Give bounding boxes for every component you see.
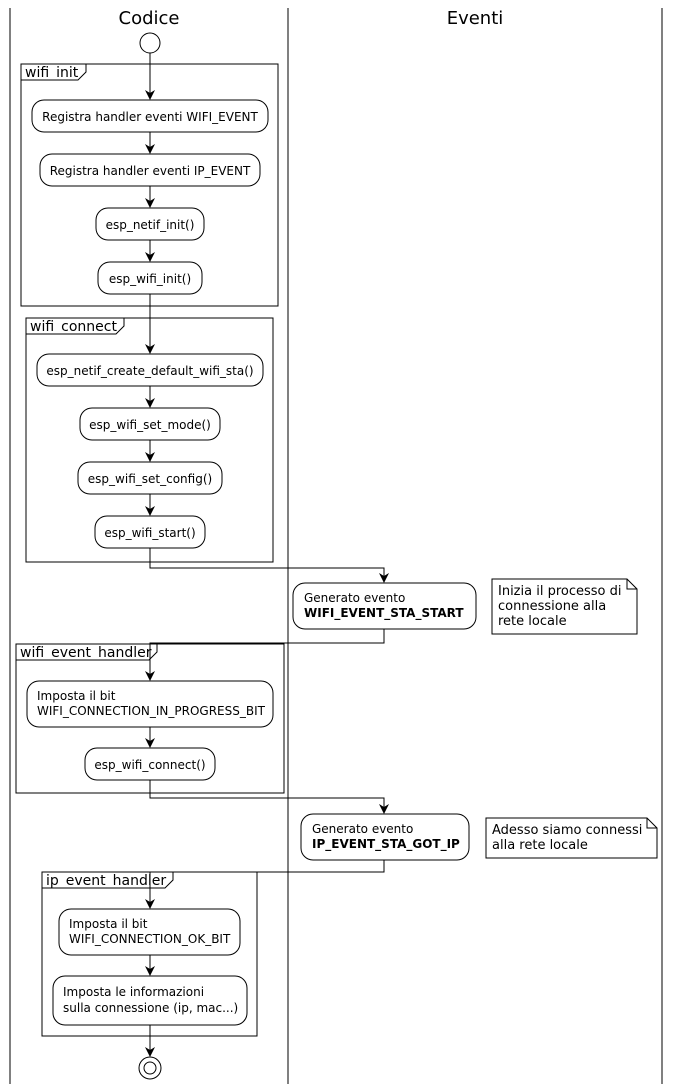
- note-start-text-1: Inizia il processo di: [498, 584, 621, 599]
- activity-register-ip-handler-text: Registra handler eventi IP_EVENT: [50, 164, 251, 178]
- activity-event-got-ip: [300, 813, 470, 861]
- activity-set-in-progress-bit-text-2: WIFI_CONNECTION_IN_PROGRESS_BIT: [37, 704, 266, 718]
- lane-title-eventi: Eventi: [447, 8, 504, 29]
- activity-set-ok-bit-text-2: WIFI_CONNECTION_OK_BIT: [69, 932, 231, 946]
- note-start: [491, 578, 638, 635]
- activity-create-default-sta-text: esp_netif_create_default_wifi_sta(): [46, 364, 253, 378]
- flow-arrow-to-eventi: [149, 548, 389, 583]
- frame-ip-event-handler-tab: [42, 871, 174, 889]
- activity-event-got-ip-text-2: IP_EVENT_STA_GOT_IP: [312, 837, 460, 852]
- frame-ip-event-handler-label: ip_event_handler: [46, 873, 166, 889]
- frame-wifi-event-handler-label: wifi_event_handler: [20, 645, 152, 661]
- lane-title-codice: Codice: [119, 8, 180, 29]
- end-node-inner: [143, 1061, 157, 1075]
- activity-register-wifi-handler-text: Registra handler eventi WIFI_EVENT: [42, 110, 258, 124]
- frame-wifi-init-label: wifi_init: [25, 65, 79, 81]
- note-ip-text-1: Adesso siamo connessi: [492, 823, 642, 838]
- note-start-text-2: connessione alla: [498, 599, 606, 614]
- note-ip-fold: [646, 818, 657, 829]
- activity-set-connection-info-text-1: Imposta le informazioni: [63, 985, 204, 999]
- activity-wifi-start-text: esp_wifi_start(): [104, 526, 195, 540]
- activity-netif-init-text: esp_netif_init(): [106, 218, 195, 232]
- activity-wifi-init-text: esp_wifi_init(): [109, 272, 191, 286]
- activity-event-sta-start-text-2: WIFI_EVENT_STA_START: [304, 606, 464, 621]
- frame-wifi-event-handler-tab: [16, 643, 158, 661]
- flow-arrow-to-codice: [145, 629, 385, 681]
- note-ip: [485, 817, 658, 859]
- start-node: [139, 32, 161, 54]
- note-start-text-3: rete locale: [498, 614, 567, 629]
- flow-arrow-to-eventi: [149, 780, 389, 814]
- note-ip-text-2: alla rete locale: [492, 838, 588, 853]
- note-start-fold: [626, 579, 637, 590]
- activity-set-in-progress-bit-text-1: Imposta il bit: [37, 689, 116, 703]
- activity-event-got-ip-text-1: Generato evento: [312, 822, 413, 836]
- activity-set-config-text: esp_wifi_set_config(): [88, 472, 212, 486]
- activity-event-sta-start-text-1: Generato evento: [304, 591, 405, 605]
- activity-set-ok-bit-text-1: Imposta il bit: [69, 917, 148, 931]
- frame-wifi-connect-label: wifi_connect: [30, 319, 117, 335]
- activity-set-mode-text: esp_wifi_set_mode(): [89, 418, 211, 432]
- frame-wifi-connect-tab: [26, 317, 125, 335]
- activity-wifi-connect-text: esp_wifi_connect(): [94, 758, 205, 772]
- frame-wifi-init-tab: [21, 63, 87, 81]
- flow-arrow-to-codice: [145, 860, 385, 909]
- activity-set-connection-info-text-2: sulla connessione (ip, mac...): [63, 1001, 238, 1015]
